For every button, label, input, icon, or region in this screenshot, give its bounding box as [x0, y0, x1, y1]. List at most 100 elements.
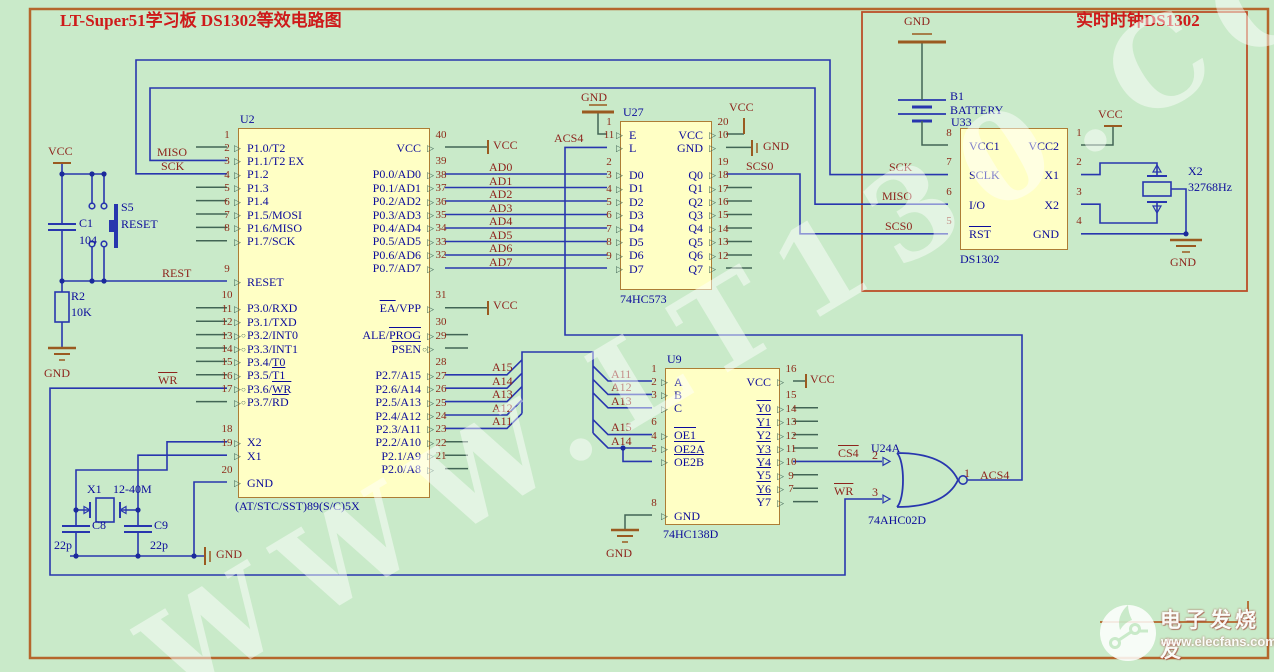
pin-name: P0.0/AD0: [372, 167, 421, 182]
pin-name: Y1: [756, 414, 771, 429]
pin-number: 14: [221, 342, 233, 355]
pin-row: 9▷D7: [606, 250, 643, 276]
net-label-ad3: AD3: [489, 200, 513, 215]
pin-row: 6▷P1.5/MOSI: [224, 196, 303, 222]
pin-name: P0.5/AD5: [372, 234, 421, 249]
pin-row: 32▷P0.7/AD7: [373, 250, 447, 275]
ref-label-s5: S5: [121, 200, 134, 214]
pin-number: 3: [651, 389, 657, 402]
pin-label-gate-1: 1: [964, 466, 970, 480]
pin-number: 4: [606, 182, 612, 195]
net-label-gnd-battery: GND: [904, 14, 930, 28]
pin-number: 8: [606, 236, 612, 249]
part-label-u9: 74HC138D: [663, 527, 719, 541]
pin-row: 4▷P1.3: [224, 169, 268, 195]
pin-number: 27: [435, 369, 447, 382]
pin-arrow-icon: ▷: [234, 303, 241, 314]
pin-arrow-icon: ▷: [709, 237, 716, 248]
pin-row: 26▷P2.5/A13: [375, 384, 446, 409]
pin-number: 7: [788, 483, 794, 496]
pin-name: P1.5/MOSI: [247, 207, 303, 222]
pin-row: 22▷P2.1/A9: [381, 437, 446, 463]
net-label-wr-gate: WR: [834, 484, 854, 498]
pin-name: Q1: [688, 181, 703, 196]
part-label-u2: (AT/STC/SST)89(S/C)5X: [235, 499, 360, 513]
pin-name: D0: [629, 167, 644, 182]
pin-row: 1▷P1.0/T2: [224, 129, 285, 155]
pin-arrow-icon: ▷: [777, 484, 784, 495]
pin-number: 5: [224, 182, 230, 195]
net-label-ad7: AD7: [489, 254, 513, 269]
ref-label-u2: U2: [240, 112, 255, 126]
pin-arrow-icon: ▷: [427, 397, 434, 408]
name-label-s5: RESET: [121, 217, 158, 231]
switch-contact: [88, 202, 96, 210]
pin-row: 10▷GND: [677, 129, 729, 155]
pin-number: 1: [651, 362, 657, 375]
net-label-gnd-u27r: GND: [763, 139, 789, 153]
wires-a-bus: [445, 351, 652, 463]
pin-row: 5▷P1.4: [224, 183, 268, 208]
pin-name: P3.1/TXD: [247, 314, 297, 329]
pin-number: 4: [224, 168, 230, 181]
pin-row: 13▷Y2: [756, 417, 796, 442]
pin-name: X2: [1044, 197, 1059, 212]
pin-arrow-icon: ▷: [427, 236, 434, 247]
pin-name: Y6: [756, 481, 771, 496]
pin-row: 4▷OE2A: [651, 430, 704, 456]
pin-row: 31▷EA/VPP: [380, 290, 447, 315]
pin-arrow-icon: ▷: [661, 430, 668, 441]
pin-label-gate-2: 2: [872, 448, 878, 462]
pin-row: 30▷ALE/PROG: [362, 317, 446, 342]
pin-number: 9: [224, 262, 230, 275]
pin-name: D5: [629, 234, 644, 249]
pin-number: 16: [717, 195, 729, 208]
pin-row: 21▷P2.0/A8: [381, 451, 446, 476]
net-label-rest: REST: [162, 266, 192, 280]
pin-number: 29: [435, 329, 447, 342]
pin-name: Q6: [688, 248, 703, 263]
pin-row: 27▷P2.6/A14: [375, 370, 446, 396]
net-label-a14-l: A14: [492, 374, 513, 388]
pin-row: 35▷P0.4/AD4: [372, 209, 447, 235]
net-label-sck-left: SCK: [161, 159, 185, 173]
pin-name: OE2B: [674, 454, 704, 469]
pin-row: 38▷P0.1/AD1: [373, 169, 447, 195]
pin-arrow-icon: ▷: [427, 464, 434, 475]
pin-name: Q5: [688, 234, 703, 249]
value-label-x2: 32768Hz: [1188, 180, 1232, 194]
pin-arrow-icon: ▷: [427, 183, 434, 194]
net-label-ad6: AD6: [489, 241, 513, 255]
pin-row: 13▷○P3.3/INT1: [222, 330, 299, 356]
ref-label-c1: C1: [79, 216, 94, 230]
pin-arrow-icon: ▷: [234, 143, 241, 153]
pin-number: 10: [717, 128, 729, 141]
pin-row: 40▷VCC: [396, 129, 446, 155]
nor-gate-body: [896, 452, 959, 508]
pin-name: VCC: [746, 374, 771, 389]
pin-number: 32: [435, 249, 447, 262]
pin-label-gate-3: 3: [872, 485, 878, 499]
pin-number: 5: [651, 442, 657, 455]
pin-number: 24: [435, 409, 447, 422]
pin-name: GND: [677, 140, 703, 155]
pin-number: 39: [435, 155, 447, 168]
pin-name: OE1: [674, 428, 696, 443]
pin-name: GND: [674, 508, 700, 523]
rtc-section-title: 实时时钟DS1302: [1076, 11, 1200, 30]
pin-row: 6▷D4: [606, 210, 643, 235]
pin-number: 1: [606, 115, 612, 128]
pin-name: P2.7/A15: [375, 368, 421, 383]
pin-name: P0.6/AD6: [372, 247, 421, 262]
pin-number: 5: [946, 215, 952, 228]
pin-row: 8▷D6: [606, 237, 643, 262]
pin-number: 6: [224, 195, 230, 208]
ref-label-u9: U9: [667, 352, 682, 366]
pin-name: P0.4/AD4: [372, 220, 421, 235]
pin-arrow-icon: ▷: [709, 264, 716, 274]
